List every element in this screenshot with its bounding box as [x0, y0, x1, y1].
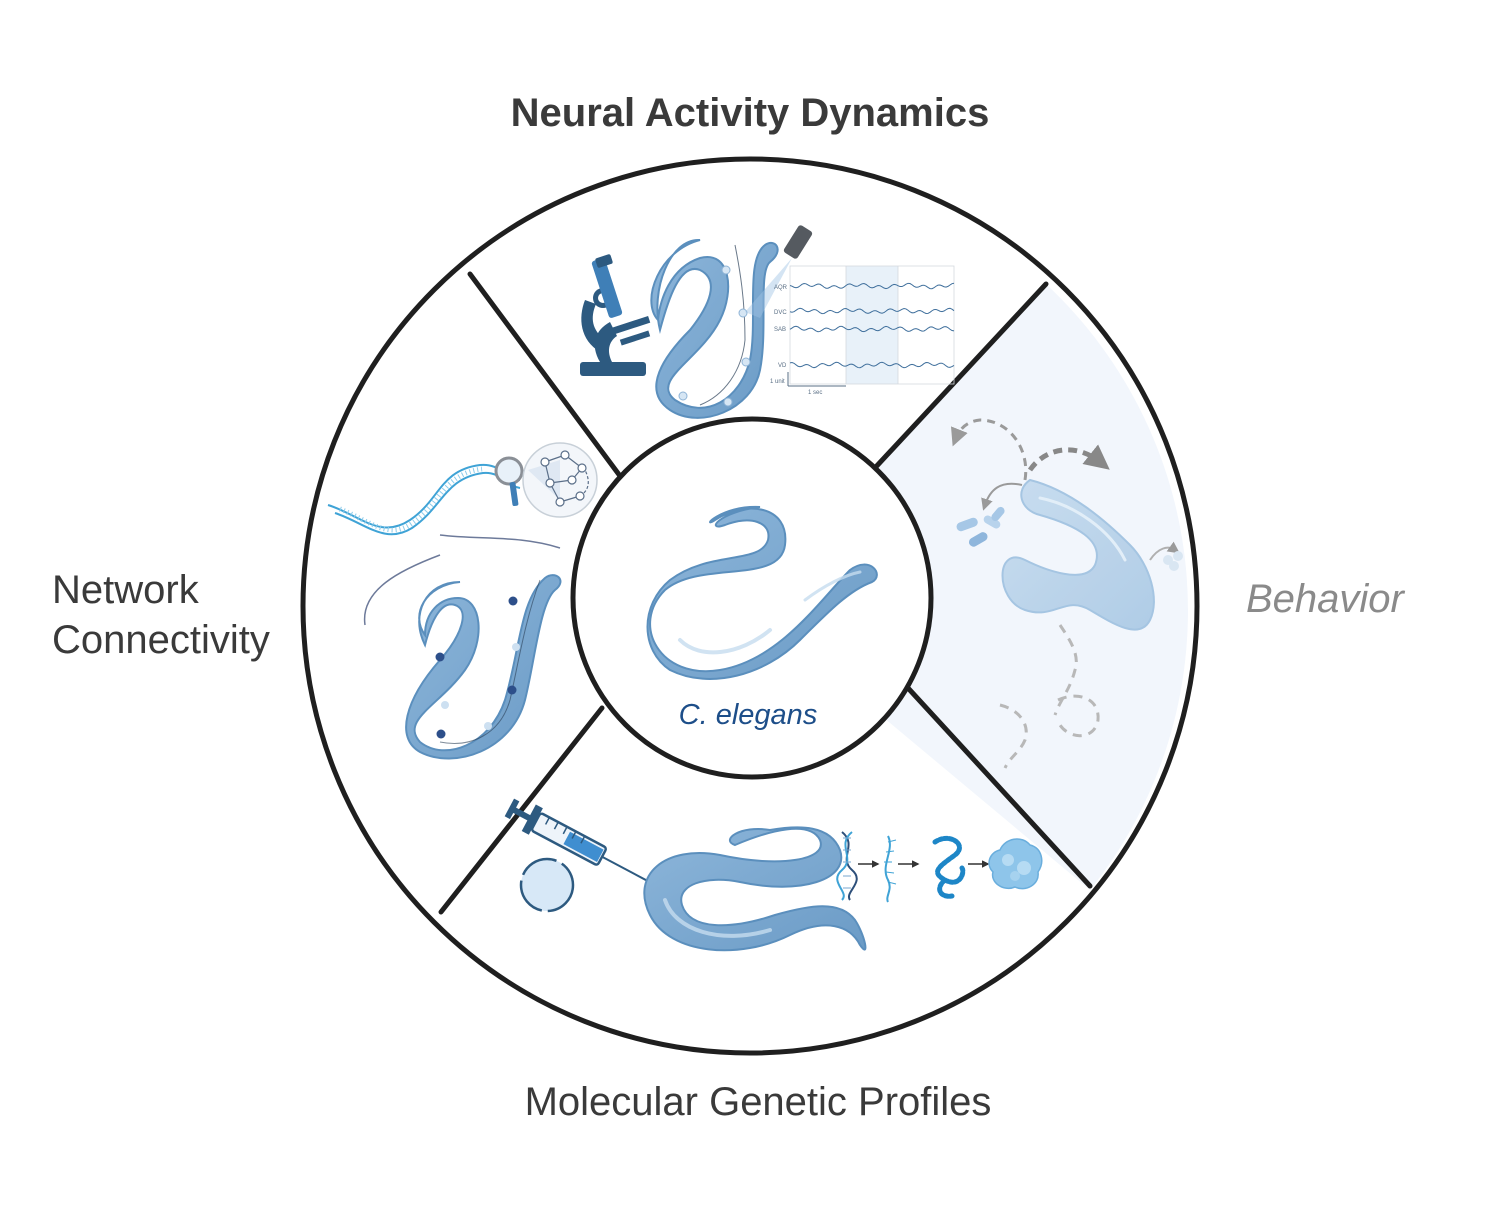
scale-y-label: 1 unit: [770, 379, 785, 385]
sector-dividers: [438, 271, 1093, 915]
top-worm-icon: [650, 238, 779, 419]
outer-ring: [300, 156, 1200, 1056]
label-molecular-genetic: Molecular Genetic Profiles: [524, 1080, 992, 1124]
center-circle: [570, 416, 934, 780]
bottom-worm-icon: [643, 826, 867, 952]
trace-label-2: SAB: [774, 327, 786, 333]
dna-icon: [836, 831, 858, 901]
peptide-chain-icon: [932, 835, 966, 899]
trace-line-1: [789, 307, 955, 315]
behavior-sector: [750, 284, 1188, 890]
neural-traces-panel: AQR DVC SAB VD 1 unit 1 sec: [770, 265, 955, 396]
microscope-icon: [580, 254, 651, 376]
scale-x-label: 1 sec: [808, 390, 822, 396]
laser-icon: [745, 225, 813, 318]
label-network-line2: Connectivity: [52, 618, 270, 662]
magnifier-icon: [494, 456, 524, 507]
trace-lines: [789, 282, 955, 369]
center-caption: C. elegans: [679, 699, 818, 731]
behavior-worm-icon: [1001, 478, 1155, 631]
label-network-line1: Network: [52, 568, 199, 612]
behavior-trajectory-icon: [950, 418, 1110, 769]
protein-icon: [988, 838, 1043, 890]
bacteria-icon: [956, 482, 1183, 571]
syringe-icon: [504, 798, 652, 884]
plasmid-icon: [519, 857, 575, 913]
label-network-connectivity: Network Connectivity: [52, 565, 270, 665]
trace-label-1: DVC: [774, 310, 787, 316]
network-icon: [522, 442, 598, 518]
trace-line-3: [789, 361, 955, 369]
label-neural-activity: Neural Activity Dynamics: [510, 91, 990, 135]
trace-line-0: [789, 282, 955, 290]
label-behavior: Behavior: [1246, 577, 1404, 621]
center-worm-icon: [646, 505, 878, 680]
trace-line-2: [789, 325, 955, 333]
left-worm-icon: [405, 574, 562, 760]
trace-label-3: VD: [778, 363, 787, 369]
trace-label-0: AQR: [774, 285, 788, 291]
rna-icon: [884, 835, 897, 903]
